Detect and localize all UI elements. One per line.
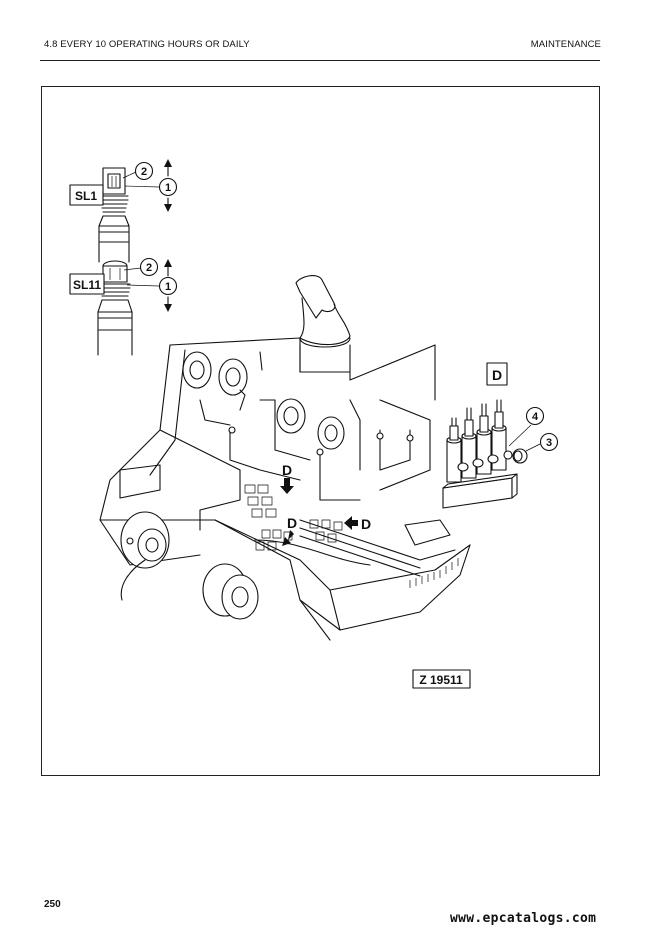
detail-arrow-2-icon [282, 530, 294, 546]
machine-frame-drawing [99, 275, 471, 641]
adjust-arrow-upper-icon [164, 159, 172, 212]
detail-label-2: D [287, 515, 297, 531]
callout-4-text: 4 [532, 411, 539, 423]
callout-1-upper [158, 177, 178, 197]
adjust-arrow-lower-icon [164, 259, 172, 312]
callout-4 [525, 406, 545, 426]
detail-arrow-3-icon [344, 516, 358, 530]
sl11-label: SL11 [73, 278, 101, 292]
page-number: 250 [44, 899, 61, 910]
detail-d-box [486, 362, 508, 386]
callout-1-lower-text: 1 [165, 281, 171, 293]
header-section-title: 4.8 EVERY 10 OPERATING HOURS OR DAILY [44, 39, 250, 50]
callout-1-upper-text: 1 [165, 182, 171, 194]
callout-3-text: 3 [546, 437, 552, 449]
callout-2-upper-text: 2 [141, 166, 147, 178]
footer-url: www.epcatalogs.com [450, 911, 597, 926]
header-rule [40, 60, 600, 61]
figure-frame [41, 86, 600, 776]
detail-label-1: D [282, 462, 292, 478]
detail-d-title: D [492, 367, 502, 383]
solenoid-valve-block [442, 399, 518, 509]
sensor-sl1 [98, 167, 130, 263]
protective-cap [512, 448, 528, 464]
callout-2-upper [134, 161, 154, 181]
figure-id-box [412, 669, 471, 689]
callout-2-lower-text: 2 [146, 262, 152, 274]
sl1-label: SL1 [75, 189, 97, 203]
sl1-label-box [69, 184, 104, 206]
header-chapter-title: MAINTENANCE [530, 39, 601, 50]
figure-id: Z 19511 [419, 673, 463, 687]
detail-arrow-1-icon [280, 478, 294, 494]
callout-1-lower [158, 276, 178, 296]
callout-2-lower [139, 257, 159, 277]
callout-3 [539, 432, 559, 452]
sl11-label-box [69, 273, 105, 295]
detail-label-3: D [361, 516, 371, 532]
